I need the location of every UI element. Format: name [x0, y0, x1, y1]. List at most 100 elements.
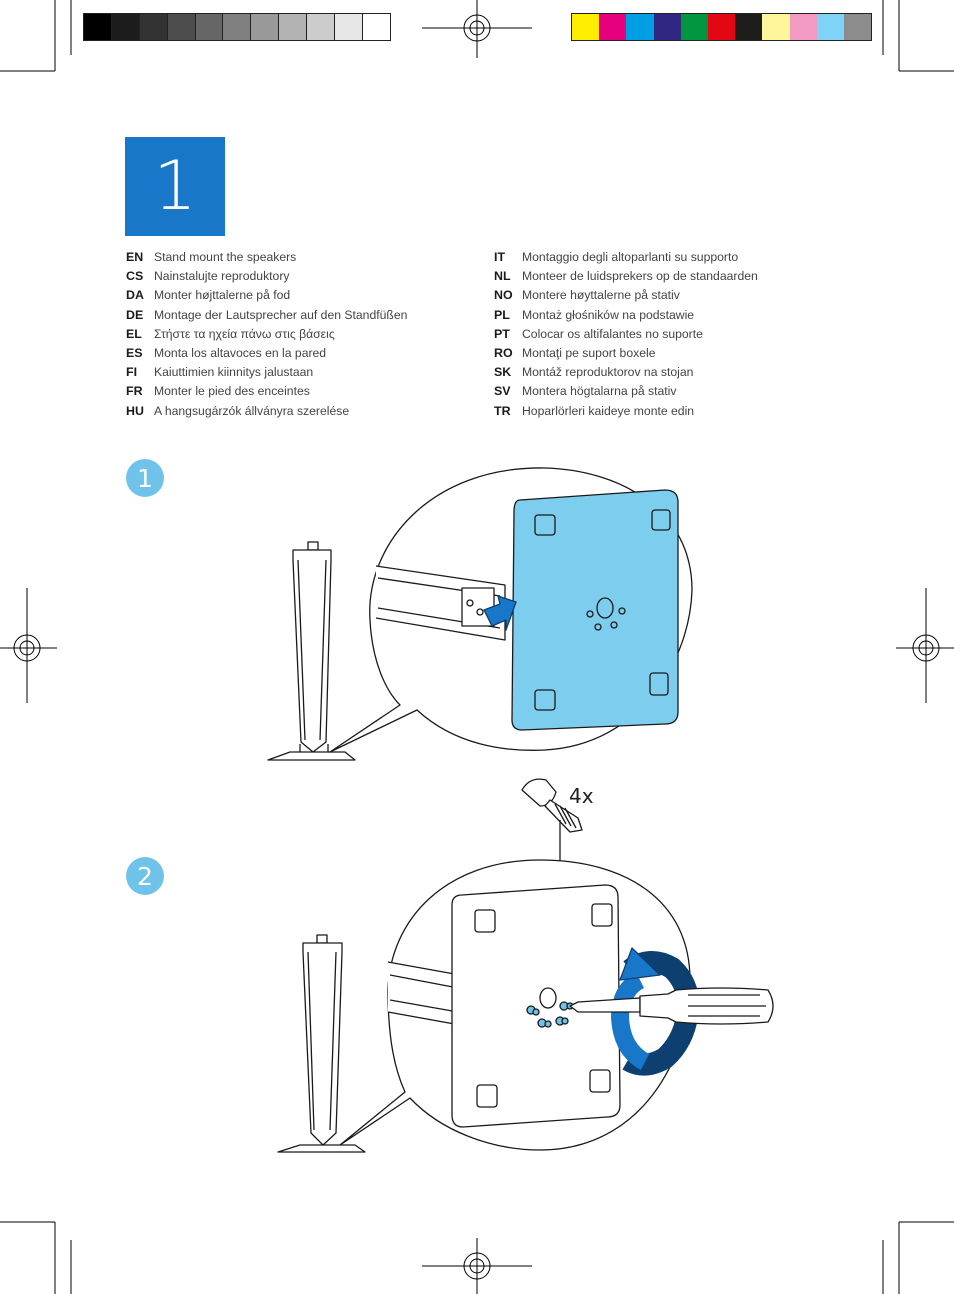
crop-mark-icon [0, 1221, 72, 1294]
language-instruction: Monteer de luidsprekers op de standaarde… [522, 269, 758, 284]
color-bar [571, 13, 873, 41]
language-code: PT [494, 326, 510, 341]
language-code: IT [494, 250, 506, 264]
registration-mark-icon [422, 0, 532, 58]
language-code: SK [494, 365, 512, 380]
language-code: RO [494, 346, 513, 361]
language-code: NL [494, 269, 511, 284]
gray-swatch [279, 14, 308, 40]
language-row: RO Montaţi pe suport boxele [494, 344, 758, 363]
language-code: ES [126, 346, 143, 361]
substep-2-number: 2 [137, 861, 153, 891]
color-swatch [843, 14, 872, 40]
color-swatch [599, 14, 627, 40]
language-row: FI Kaiuttimien kiinnitys jalustaan [126, 363, 407, 382]
gray-swatch [111, 14, 140, 40]
push-arrow-icon [483, 595, 517, 631]
language-row: CS Nainstalujte reproduktory [126, 267, 407, 286]
language-code: EL [126, 326, 142, 341]
substep-2-badge: 2 [126, 857, 164, 895]
language-code: CS [126, 269, 144, 284]
language-code: SV [494, 384, 511, 399]
gray-swatch [167, 14, 196, 40]
crop-mark-icon [882, 1221, 954, 1294]
mounting-plate-icon [451, 884, 621, 1128]
language-row: NO Montere høyttalerne på stativ [494, 286, 758, 305]
language-row: HU A hangsugárzók állványra szerelése [126, 402, 407, 421]
language-instruction: Montáž reproduktorov na stojan [522, 365, 694, 380]
language-instruction: A hangsugárzók állványra szerelése [154, 403, 350, 418]
language-instruction: Monta los altavoces en la pared [154, 346, 327, 361]
speaker-stand-icon [267, 541, 356, 761]
language-code: PL [494, 307, 510, 322]
language-code: DE [126, 307, 144, 322]
substep-1-badge: 1 [126, 459, 164, 497]
language-row: EL Στήστε τα ηχεία πάνω στις βάσεις [126, 325, 407, 344]
language-instruction: Kaiuttimien kiinnitys jalustaan [154, 365, 314, 380]
registration-mark-icon [422, 1238, 532, 1294]
language-code: NO [494, 288, 513, 303]
language-code: FR [126, 384, 143, 399]
crop-mark-icon [882, 0, 954, 72]
language-code: FI [126, 365, 138, 380]
language-instruction: Stand mount the speakers [154, 250, 297, 264]
language-row: PT Colocar os altifalantes no suporte [494, 325, 758, 344]
language-code: EN [126, 250, 144, 264]
gray-swatch [307, 14, 336, 40]
language-instruction: Monter højttalerne på fod [154, 288, 291, 303]
color-swatch [653, 14, 681, 40]
language-row: PL Montaż głośników na podstawie [494, 306, 758, 325]
gray-swatch [335, 14, 363, 40]
color-swatch [680, 14, 708, 40]
language-code: HU [126, 403, 144, 418]
gray-swatch [139, 14, 168, 40]
color-swatch [762, 14, 790, 40]
gray-swatch [84, 14, 112, 40]
registration-mark-icon [0, 588, 57, 703]
screw-quantity-label: 4x [569, 784, 594, 808]
language-instruction: Colocar os altifalantes no suporte [522, 326, 703, 341]
language-instruction: Montaggio degli altoparlanti su supporto [522, 250, 739, 264]
language-instruction: Nainstalujte reproduktory [154, 269, 290, 284]
color-swatch [707, 14, 736, 40]
language-instruction: Montaż głośników na podstawie [522, 307, 695, 322]
language-instruction: Hoparlörleri kaideye monte edin [522, 403, 695, 418]
color-swatch [789, 14, 817, 40]
language-row: DE Montage der Lautsprecher auf den Stand… [126, 306, 407, 325]
language-instruction: Monter le pied des enceintes [154, 384, 310, 399]
language-instruction: Montage der Lautsprecher auf den Standfü… [154, 307, 408, 322]
grayscale-bar [83, 13, 391, 41]
language-instruction: Montera högtalarna på stativ [522, 384, 677, 399]
gray-swatch [223, 14, 252, 40]
language-row: DA Monter højttalerne på fod [126, 286, 407, 305]
gray-swatch [195, 14, 224, 40]
language-row: ES Monta los altavoces en la pared [126, 344, 407, 363]
step-number: 1 [153, 146, 197, 226]
language-row: FR Monter le pied des enceintes [126, 382, 407, 401]
language-code: TR [494, 403, 511, 418]
gray-swatch [362, 14, 390, 40]
language-code: DA [126, 288, 144, 303]
language-row: EN Stand mount the speakers [126, 248, 407, 267]
speaker-stand-icon [277, 934, 366, 1153]
language-list-right: IT Montaggio degli altoparlanti su suppor… [494, 248, 758, 421]
screwdriver-icon [569, 987, 774, 1025]
color-swatch [735, 14, 763, 40]
language-instruction: Montere høyttalerne på stativ [522, 288, 680, 303]
mounting-plate-icon [511, 489, 679, 731]
language-row: IT Montaggio degli altoparlanti su suppor… [494, 248, 758, 267]
step-number-box: 1 [125, 137, 225, 236]
language-instruction: Montaţi pe suport boxele [522, 346, 656, 361]
language-row: NL Monteer de luidsprekers op de standaar… [494, 267, 758, 286]
language-row: SK Montáž reproduktorov na stojan [494, 363, 758, 382]
language-instruction: Στήστε τα ηχεία πάνω στις βάσεις [154, 326, 335, 341]
color-swatch [572, 14, 600, 40]
gray-swatch [251, 14, 280, 40]
color-swatch [816, 14, 844, 40]
crop-mark-icon [0, 0, 72, 72]
language-row: SV Montera högtalarna på stativ [494, 382, 758, 401]
